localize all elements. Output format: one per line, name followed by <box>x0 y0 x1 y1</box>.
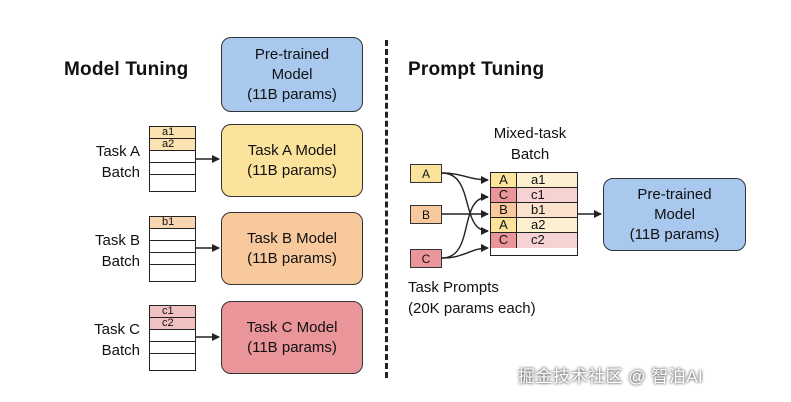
model-tuning-title: Model Tuning <box>64 59 189 80</box>
batch-row: c1 <box>150 306 195 318</box>
task-prompts-caption-line1: Task Prompts <box>408 279 499 296</box>
task-b-label-line2: Batch <box>101 253 140 270</box>
curve-c-row2 <box>441 193 489 259</box>
pretrained-line1: Pre-trained <box>254 45 330 63</box>
batch-row <box>150 163 195 175</box>
task-b-model-box: Task B Model (11B params) <box>221 212 363 285</box>
batch-row <box>150 175 195 187</box>
curve-c-row5 <box>441 244 489 259</box>
mixed-row-task: A <box>491 218 517 232</box>
task-prompts-caption: Task Prompts (20K params each) <box>408 277 536 319</box>
prompt-tuning-title: Prompt Tuning <box>408 59 545 80</box>
batch-row <box>150 330 195 342</box>
task-prompt-a: A <box>410 164 442 183</box>
mixed-row-task: A <box>491 173 517 187</box>
pretrained-line2: Model <box>271 65 313 83</box>
batch-row <box>150 229 195 241</box>
prompt-pretrained-model-box: Pre-trained Model (11B params) <box>603 178 746 251</box>
mixed-row: A a1 <box>491 173 577 188</box>
mixed-row-task: C <box>491 233 517 248</box>
task-a-model-box: Task A Model (11B params) <box>221 124 363 197</box>
task-c-model-box: Task C Model (11B params) <box>221 301 363 374</box>
mixed-row: B b1 <box>491 203 577 218</box>
prompt-pretrained-line3: (11B params) <box>629 225 720 243</box>
pretrained-line3: (11B params) <box>247 85 337 103</box>
batch-row: a1 <box>150 127 195 139</box>
task-prompt-c-label: C <box>421 251 431 266</box>
task-b-batch-table: b1 <box>149 216 196 282</box>
task-a-label-line1: Task A <box>95 143 140 160</box>
task-prompt-a-label: A <box>421 166 430 181</box>
batch-row <box>150 253 195 265</box>
task-b-label-line1: Task B <box>94 232 140 249</box>
mixed-row-item: a1 <box>517 173 577 187</box>
task-prompt-c: C <box>410 249 442 268</box>
batch-row <box>150 151 195 163</box>
task-b-model-name: Task B Model <box>246 229 338 247</box>
mixed-row-item: c1 <box>517 188 577 202</box>
prompt-pretrained-line1: Pre-trained <box>637 185 712 203</box>
mixed-batch-title-line1: Mixed-task <box>493 125 567 142</box>
batch-row <box>150 354 195 366</box>
curve-a-row4 <box>441 172 489 235</box>
batch-row: a2 <box>150 139 195 151</box>
task-b-model-params: (11B params) <box>247 249 337 267</box>
mixed-row-item: a2 <box>517 218 577 232</box>
task-a-batch-table: a1 a2 <box>149 126 196 192</box>
task-a-model-name: Task A Model <box>247 141 337 159</box>
mixed-row: C c1 <box>491 188 577 203</box>
batch-row: c2 <box>150 318 195 330</box>
task-a-label-line2: Batch <box>101 164 140 181</box>
mixed-batch-title: Mixed-task Batch <box>470 123 590 165</box>
prompt-pretrained-line2: Model <box>654 205 695 223</box>
mixed-row-task: B <box>491 203 517 217</box>
watermark-text: 掘金技术社区 @ 智泊AI <box>518 367 704 386</box>
task-c-label-line1: Task C <box>94 321 140 338</box>
task-b-label: Task B Batch <box>70 230 140 272</box>
task-prompt-b-label: B <box>421 207 430 222</box>
mixed-batch-title-line2: Batch <box>510 146 550 163</box>
task-prompt-b: B <box>410 205 442 224</box>
mixed-row: A a2 <box>491 218 577 233</box>
task-c-batch-table: c1 c2 <box>149 305 196 371</box>
batch-row <box>150 342 195 354</box>
section-divider <box>385 40 388 378</box>
task-prompts-caption-line2: (20K params each) <box>408 300 536 317</box>
batch-row <box>150 265 195 277</box>
mixed-task-batch-table: A a1 C c1 B b1 A a2 C c2 <box>490 172 578 256</box>
pretrained-model-box: Pre-trained Model (11B params) <box>221 37 363 112</box>
task-c-model-params: (11B params) <box>247 338 337 356</box>
task-c-model-name: Task C Model <box>246 318 338 336</box>
mixed-row-task: C <box>491 188 517 202</box>
mixed-row: C c2 <box>491 233 577 248</box>
mixed-row-item: c2 <box>517 233 577 248</box>
task-c-label: Task C Batch <box>70 319 140 361</box>
batch-row: b1 <box>150 217 195 229</box>
mixed-row-item: b1 <box>517 203 577 217</box>
task-a-model-params: (11B params) <box>247 161 337 179</box>
task-c-label-line2: Batch <box>101 342 140 359</box>
batch-row <box>150 241 195 253</box>
task-a-label: Task A Batch <box>70 141 140 183</box>
